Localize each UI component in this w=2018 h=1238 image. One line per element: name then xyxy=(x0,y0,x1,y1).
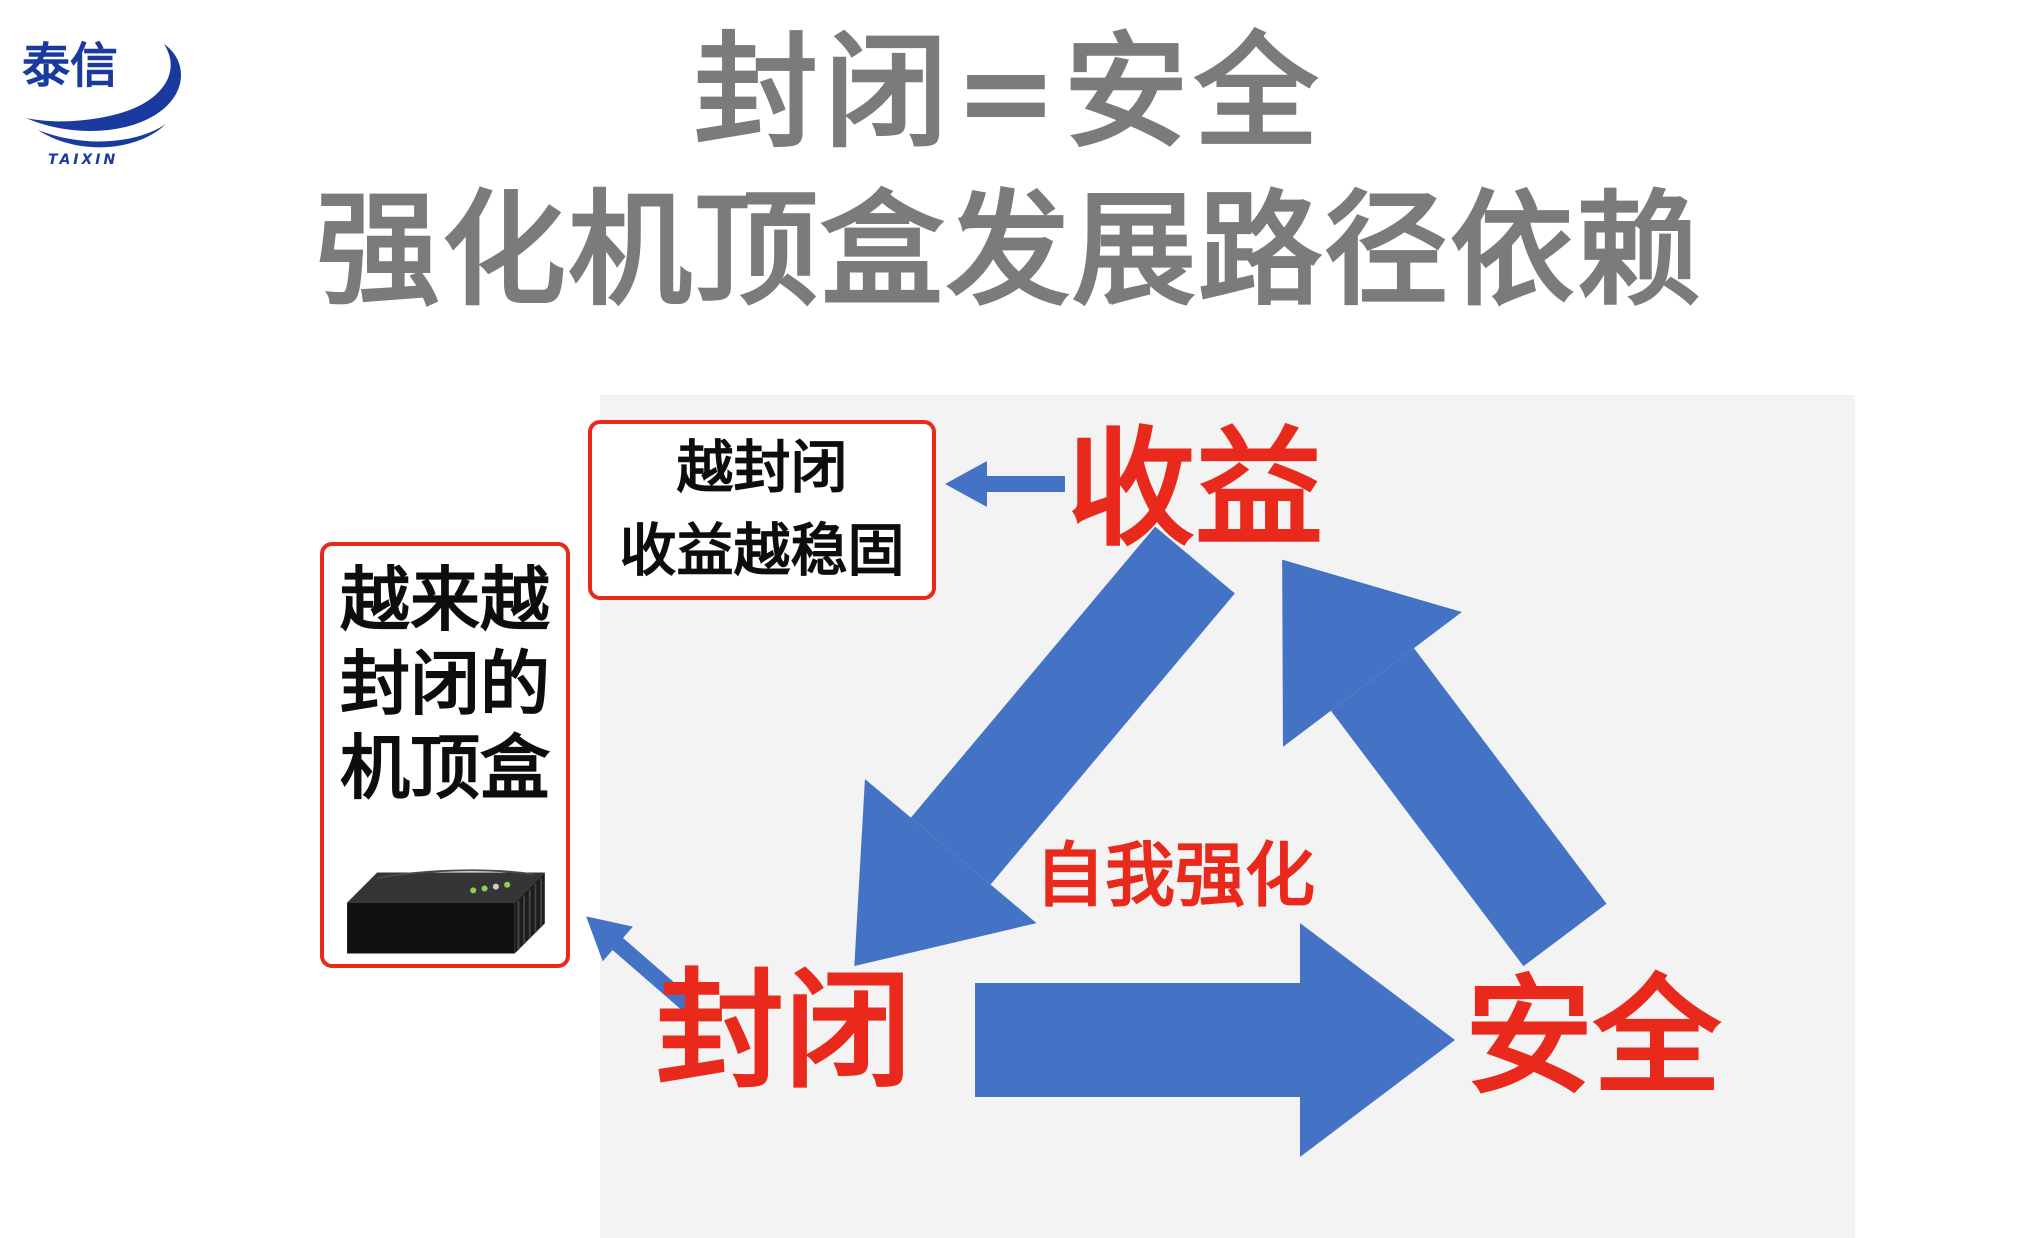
arrow-safe-to-revenue xyxy=(1282,559,1607,967)
slide-subtitle: 强化机顶盒发展路径依赖 xyxy=(315,179,1702,324)
arrow-closed-to-safe xyxy=(975,923,1455,1157)
arrow-shaft xyxy=(1330,648,1607,967)
device-led-lights xyxy=(470,881,511,894)
arrow-head xyxy=(586,916,633,962)
callout-closed-line2: 封闭的 xyxy=(340,643,550,725)
callout-closed-line3: 机顶盒 xyxy=(340,727,550,809)
arrow-revenue-to-closed xyxy=(854,526,1235,967)
logo-brand-text: 泰信 xyxy=(22,38,118,94)
node-revenue: 收益 xyxy=(1066,415,1324,564)
callout-closed: 越来越 封闭的 机顶盒 xyxy=(320,542,570,968)
arrow-head xyxy=(854,779,1037,967)
arrow-shaft xyxy=(611,936,694,1012)
arrow-shaft xyxy=(910,526,1235,885)
self-reinforce-label: 自我强化 xyxy=(1035,834,1315,917)
slide-headings: 封闭=安全 强化机顶盒发展路径依赖 xyxy=(0,20,2018,325)
callout-revenue-line2: 收益越稳固 xyxy=(619,518,905,584)
node-safe: 安全 xyxy=(1464,963,1722,1112)
device-top-highlight xyxy=(377,869,534,880)
callout-closed-line1: 越来越 xyxy=(340,559,550,641)
device-top-face xyxy=(347,872,545,903)
logo-swoosh-outer-icon xyxy=(26,44,182,131)
callout-revenue: 越封闭 收益越稳固 xyxy=(588,420,936,600)
logo-swoosh-inner-icon xyxy=(38,124,166,148)
arrow-revenue-to-callout xyxy=(945,461,1065,507)
callout-revenue-line1: 越封闭 xyxy=(676,435,848,502)
arrow-closed-to-device xyxy=(586,916,694,1012)
slide-title: 封闭=安全 xyxy=(694,21,1324,165)
arrow-head xyxy=(1282,559,1462,747)
logo-subtext: TAIXIN xyxy=(48,152,118,168)
device-front-face xyxy=(347,902,515,954)
set-top-box-image xyxy=(347,869,545,954)
taixin-logo: 泰信 TAIXIN xyxy=(22,38,182,168)
arrow-shaft xyxy=(975,983,1300,1097)
node-closed: 封闭 xyxy=(655,957,913,1106)
arrow-head xyxy=(1300,923,1455,1157)
arrow-shaft xyxy=(985,476,1065,492)
arrow-head xyxy=(945,461,987,507)
device-vents xyxy=(517,878,542,950)
